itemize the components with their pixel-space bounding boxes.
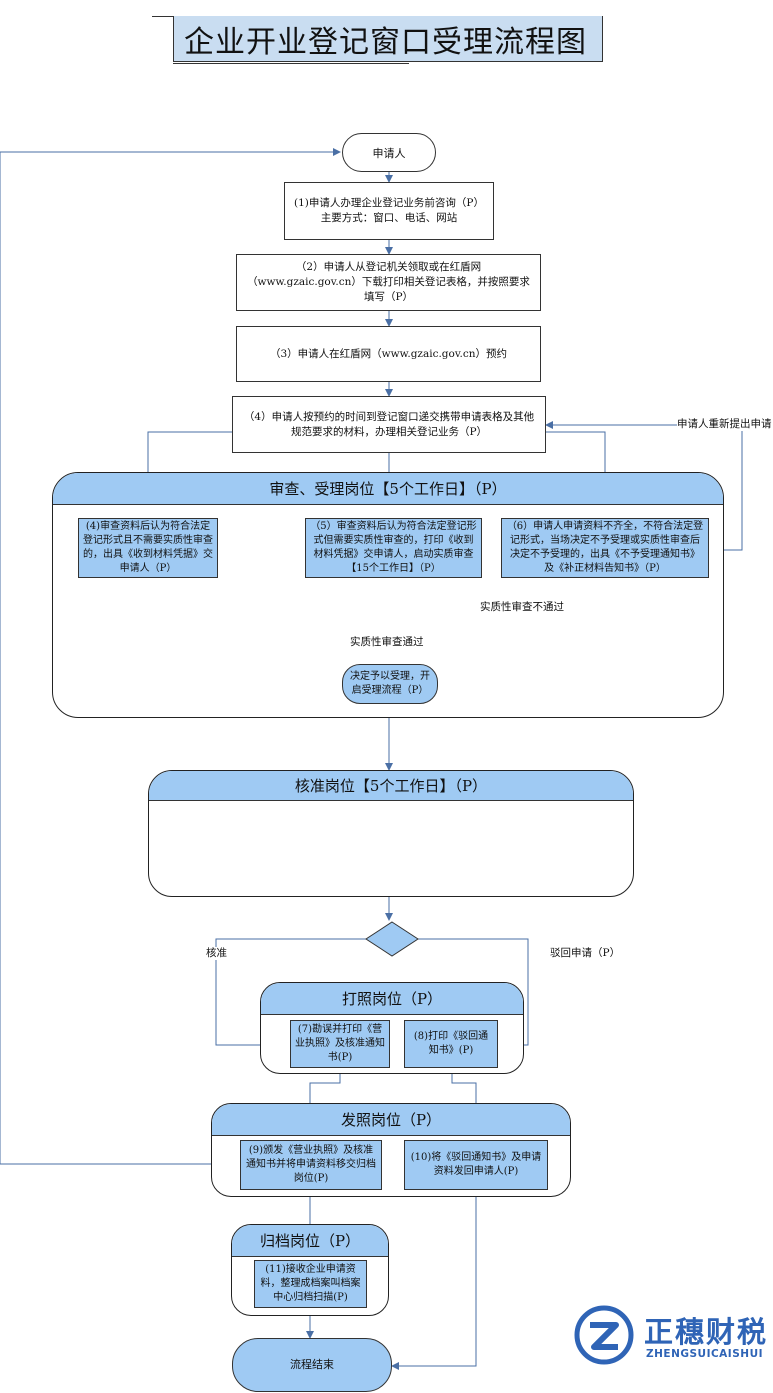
review-box-a: (4)审查资料后认为符合法定登记形式且不需要实质性审查的，出具《收到材料凭据》交…: [78, 518, 218, 578]
approve-lane: 核准岗位【5个工作日】（P）: [148, 770, 634, 897]
approved-label: 核准: [206, 947, 227, 960]
step4-box: （4）申请人按预约的时间到登记窗口递交携带申请表格及其他规范要求的材料，办理相关…: [232, 396, 546, 453]
issue-box-b: (10)将《驳回通知书》及申请资料发回申请人(P): [404, 1140, 548, 1190]
step2-box: （2）申请人从登记机关领取或在红盾网（www.gzaic.gov.cn）下载打印…: [236, 254, 541, 311]
substantive-pass-label: 实质性审查通过: [350, 636, 424, 649]
review-lane-header: 审查、受理岗位【5个工作日】（P）: [53, 473, 723, 505]
step1-box: (1)申请人办理企业登记业务前咨询（P） 主要方式：窗口、电话、网站: [284, 182, 494, 240]
review-box-c: （6）申请人申请资料不齐全，不符合法定登记形式，当场决定不予受理或实质性审查后决…: [501, 518, 709, 578]
issue-lane-header: 发照岗位（P）: [212, 1104, 570, 1136]
decision-diamond-approve: [365, 921, 419, 957]
title-line-bottom: [173, 63, 409, 64]
resubmit-label: 申请人重新提出申请: [677, 418, 772, 431]
print-lane-header: 打照岗位（P）: [261, 983, 523, 1015]
archive-lane-header: 归档岗位（P）: [232, 1225, 388, 1257]
step3-box: （3）申请人在红盾网（www.gzaic.gov.cn）预约: [236, 326, 541, 382]
end-node: 流程结束: [232, 1338, 392, 1392]
archive-box: (11)接收企业申请资料，整理成档案叫档案中心归档扫描(P): [254, 1260, 367, 1308]
accept-node: 决定予以受理，开启受理流程（P）: [342, 664, 438, 704]
rejected-label: 驳回申请（P）: [550, 947, 621, 960]
substantive-fail-label: 实质性审查不通过: [480, 601, 564, 614]
review-box-b: （5）审查资料后认为符合法定登记形式但需要实质性审查的，打印《收到材料凭据》交申…: [305, 518, 482, 578]
logo-name: 正穗财税: [644, 1315, 769, 1349]
issue-box-a: (9)颁发《营业执照》及核准通知书并将申请资料移交归档岗位(P): [240, 1140, 382, 1190]
start-node: 申请人: [342, 133, 436, 172]
page-title: 企业开业登记窗口受理流程图: [173, 16, 603, 62]
logo-pinyin: ZHENGSUICAISHUI: [646, 1348, 763, 1360]
print-box-b: (8)打印《驳回通知书》(P): [404, 1020, 498, 1068]
print-box-a: (7)勘误并打印《营业执照》及核准通知书(P): [290, 1020, 390, 1068]
logo-mark-icon: [574, 1305, 634, 1365]
approve-lane-header: 核准岗位【5个工作日】（P）: [149, 771, 633, 801]
